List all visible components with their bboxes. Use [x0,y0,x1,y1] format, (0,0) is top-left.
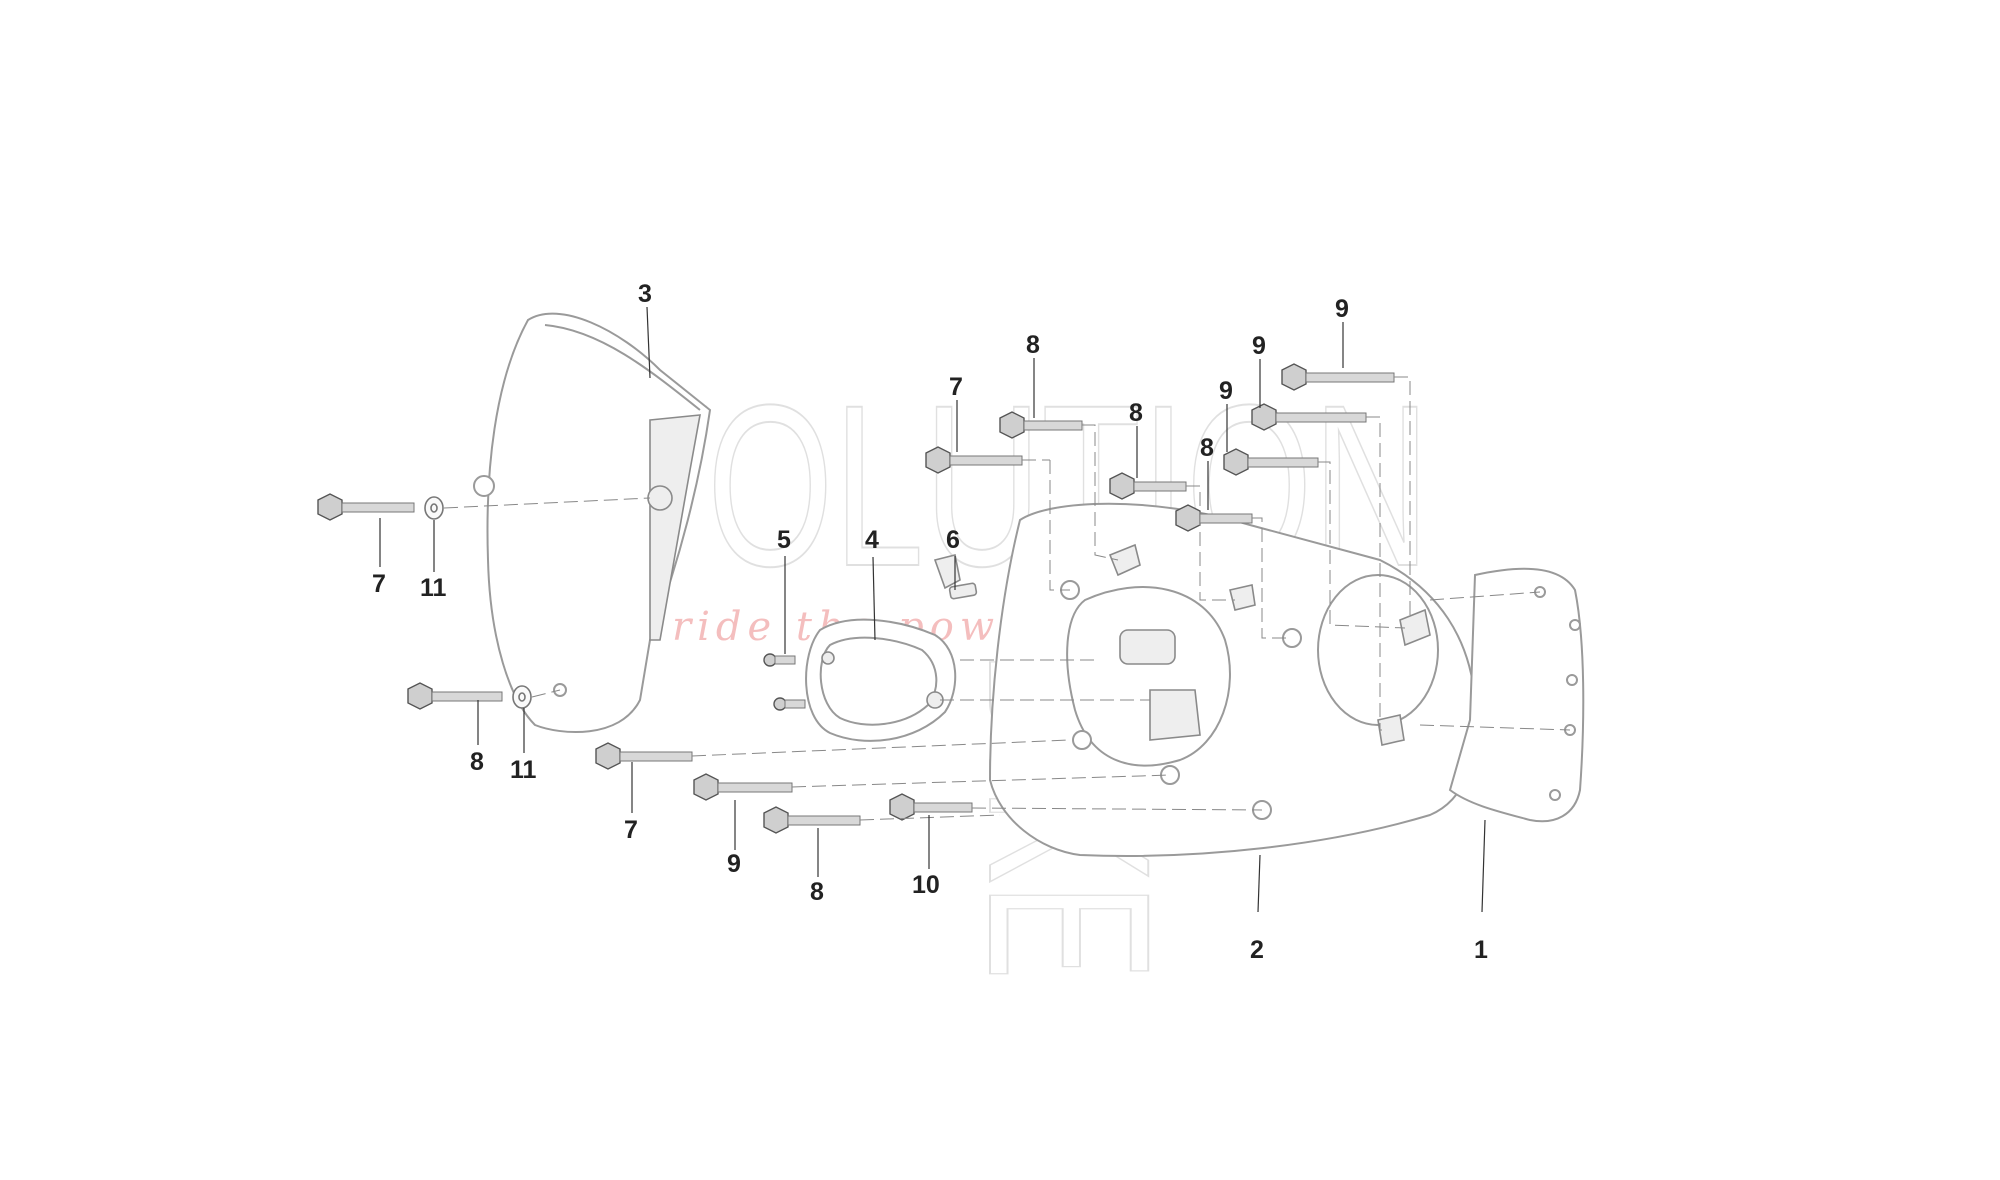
callout-10: 10 [912,871,940,899]
callout-11-lower: 11 [510,756,537,784]
callout-1: 1 [1474,936,1488,964]
washers [424,496,532,709]
callout-8-top-c: 8 [1200,434,1214,462]
bolt-8-left [407,682,503,710]
callout-9-top-a: 9 [1219,377,1233,405]
leader-lines [379,306,1486,913]
callout-9-top-c: 9 [1335,295,1349,323]
callout-7-top: 7 [949,373,963,401]
callout-7-bottom: 7 [624,816,638,844]
engine-side-cover [988,502,1477,857]
callout-5: 5 [777,526,791,554]
bolt-9-top-b [1251,403,1367,431]
callout-4: 4 [865,526,879,554]
callout-labels: 3 4 5 6 2 1 7 11 8 11 7 9 8 10 7 8 8 8 9… [372,280,1488,964]
sprocket-cover [473,312,712,734]
callout-9-top-b: 9 [1252,332,1266,360]
callout-8-top-a: 8 [1026,331,1040,359]
bolt-7-left [317,493,415,521]
assembly-lines [443,376,1571,821]
callout-3: 3 [638,280,652,308]
screws [763,653,806,711]
callout-8-bottom: 8 [810,878,824,906]
bolts [317,363,1395,834]
bolt-10-bottom [889,793,973,821]
callout-2: 2 [1250,936,1264,964]
bolt-8-top-a [999,411,1083,439]
bolt-7-bottom [595,742,693,770]
inspection-cover [805,618,957,742]
breather-fitting [933,554,978,600]
bolt-9-bottom [693,773,793,801]
callout-6: 6 [946,526,960,554]
bolt-8-bottom [763,806,861,834]
callout-8-left: 8 [470,748,484,776]
callout-9-bottom: 9 [727,850,741,878]
callout-11-left: 11 [420,574,447,602]
callout-8-top-b: 8 [1129,399,1143,427]
callout-7-left: 7 [372,570,386,598]
gasket [1448,567,1585,823]
